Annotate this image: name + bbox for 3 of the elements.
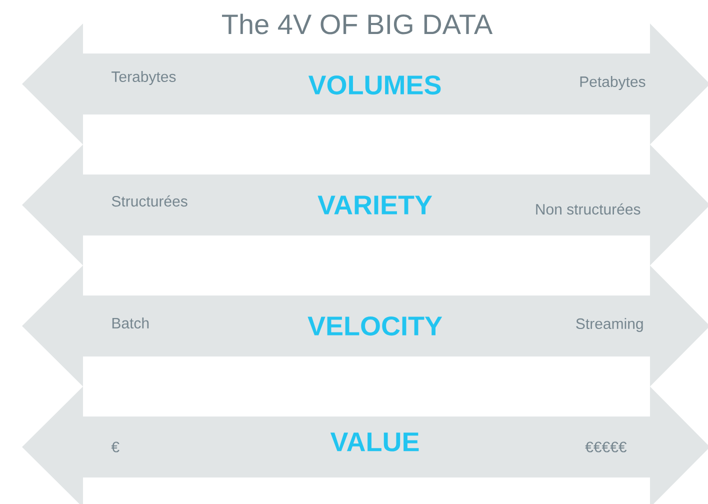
pointed-band: € VALUE €€€€€ <box>22 386 708 504</box>
pointed-band: Structurées VARIETY Non structurées <box>22 144 708 266</box>
pointed-band: Batch VELOCITY Streaming <box>22 266 708 386</box>
